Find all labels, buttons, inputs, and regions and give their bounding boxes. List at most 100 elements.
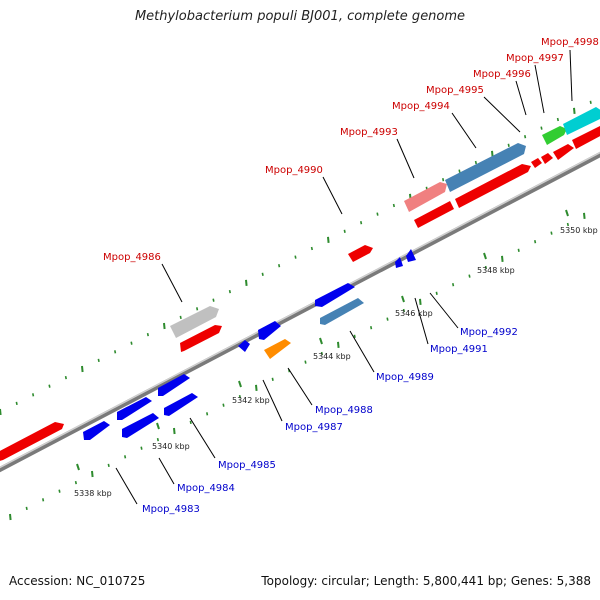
gene-box-orange[interactable] [264,339,291,359]
track-tick [376,212,379,216]
track-tick [179,315,182,320]
track-tick [206,412,209,416]
track-tick [58,489,61,493]
track-tick [573,107,576,114]
track-tick [320,351,323,356]
gene-box-steelblue[interactable] [320,298,364,325]
gene-label[interactable]: Mpop_4987 [285,422,343,433]
track-tick [386,317,389,321]
track-tick [173,427,176,435]
track-tick [310,246,313,251]
gene-label[interactable]: Mpop_4985 [218,460,276,471]
track-tick [212,298,215,302]
gene-arrow-blue[interactable] [158,374,190,396]
genome-backbone [0,151,600,473]
gene-arrow-red[interactable] [553,144,574,160]
scale-tick-label: 5348 kbp [477,266,515,275]
track-tick [556,117,559,122]
gene-box-green[interactable] [542,126,567,145]
gene-label[interactable]: Mpop_4988 [315,405,373,416]
gene-arrow-blue[interactable] [258,321,281,340]
track-tick [228,289,231,294]
gene-label[interactable]: Mpop_4991 [430,344,488,355]
track-tick [566,222,569,227]
dotted-tracks [0,100,592,521]
gene-arrow-blue[interactable] [122,413,159,438]
track-tick [468,274,471,278]
gene-arrow-red[interactable] [455,164,531,208]
gene-arrow-red[interactable] [414,201,454,228]
track-tick [474,160,477,165]
track-tick [278,264,281,268]
track-tick [124,455,127,459]
gene-arrow-blue[interactable] [238,340,250,352]
gene-label[interactable]: Mpop_4989 [376,372,434,383]
gene-arrow-blue[interactable] [406,249,416,262]
track-tick [245,279,248,286]
gene-label[interactable]: Mpop_4992 [460,327,518,338]
gene-label[interactable]: Mpop_4986 [103,252,161,263]
track-tick [435,291,438,295]
track-tick [255,384,258,391]
gene-arrow-blue[interactable] [315,283,355,307]
track-tick [402,308,405,313]
gene-arrow-blue[interactable] [83,421,110,440]
gene-box-cyan[interactable] [563,107,600,135]
track-tick [261,272,264,276]
gene-arrow-red[interactable] [531,158,542,168]
track-tick [360,221,363,225]
track-tick [48,384,51,388]
gene-arrow-red[interactable] [180,325,222,352]
gene-label[interactable]: Mpop_4997 [506,53,564,64]
track-tick [491,150,494,157]
track-tick [163,322,166,330]
track-tick [524,135,527,139]
scale-tick-label: 5340 kbp [152,442,190,451]
track-tick [550,231,553,235]
track-tick [452,283,455,287]
gene-label[interactable]: Mpop_4998 [541,37,599,48]
gene-label[interactable]: Mpop_4995 [426,85,484,96]
track-tick [304,360,307,364]
track-tick [343,229,346,233]
gene-label[interactable]: Mpop_4990 [265,165,323,176]
track-tick [64,375,67,380]
track-tick [534,240,537,244]
gene-label[interactable]: Mpop_4993 [340,127,398,138]
track-tick [238,394,241,399]
gene-arrow-blue[interactable] [117,397,152,420]
track-tick [146,332,149,337]
gene-label[interactable]: Mpop_4996 [473,69,531,80]
track-tick [130,341,133,345]
gene-arrow-blue[interactable] [164,393,198,416]
gene-box-steelblue[interactable] [445,143,526,192]
gene-arrow-red[interactable] [0,422,64,462]
track-tick [9,513,12,521]
scale-ticks [76,209,569,471]
gene-label[interactable]: Mpop_4994 [392,101,450,112]
scale-tick-label: 5342 kbp [232,396,270,405]
track-tick [392,203,395,208]
gene-arrow-red[interactable] [541,153,553,164]
track-tick [337,341,340,348]
gene-arrow-red[interactable] [572,126,600,149]
gene-box-gray[interactable] [170,306,219,338]
track-tick [370,326,373,330]
gene-label[interactable]: Mpop_4983 [142,504,200,515]
gene-box-pink[interactable] [404,182,447,212]
gene-arrow-red[interactable] [348,245,373,262]
gene-labels-top: Mpop_4986 Mpop_4990 Mpop_4993 Mpop_4994 … [103,37,599,263]
track-tick [458,169,461,173]
track-tick [419,298,422,305]
genome-backbone-highlight [0,151,600,469]
track-tick [507,143,510,147]
track-tick [32,393,35,397]
gene-label[interactable]: Mpop_4984 [177,483,235,494]
track-tick [484,265,487,270]
track-tick [0,408,2,416]
track-tick [91,470,94,478]
gene-arrow-blue[interactable] [395,257,403,268]
track-tick [74,480,77,485]
